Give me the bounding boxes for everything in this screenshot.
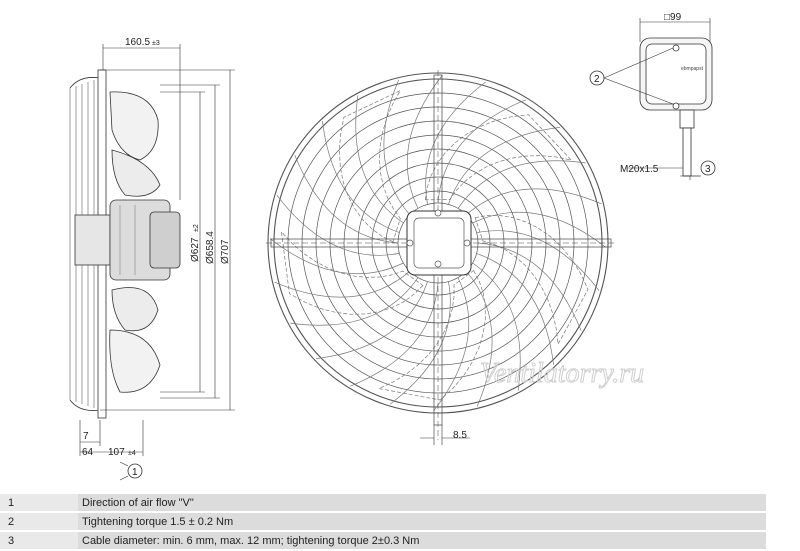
legend-row: 2 Tightening torque 1.5 ± 0.2 Nm [0,512,766,532]
fan-blade-outline [280,230,424,315]
fan-blade-outline [474,215,589,346]
guard-spoke [472,262,521,391]
guard-spoke [406,74,443,209]
mount-hole-dimension: 8.5 [453,430,467,441]
guard-inner-diameter-dimension: Ø658.4 [205,231,216,264]
guard-spoke [383,79,410,215]
side-view [69,44,235,481]
hub-offset-dimension: 64 [82,447,94,458]
box-size-dimension: □99 [664,12,682,23]
legend-row: 1 Direction of air flow "V" [0,494,766,513]
guard-spoke [476,230,600,292]
guard-spoke [274,271,410,298]
guard-spoke [466,188,602,215]
callout-cable: 3 [705,164,711,175]
watermark: Ventilatorry.ru [480,358,644,389]
guard-spoke [350,282,439,387]
legend-text: Direction of air flow "V" [78,494,766,513]
legend-number: 3 [0,531,78,551]
guard-spoke [472,211,607,248]
guard-spoke [276,194,400,256]
legend-table: 1 Direction of air flow "V" 2 Tightening… [0,494,766,551]
blade-diameter-tolerance: ±2 [193,224,200,232]
legend-number: 2 [0,512,78,532]
callout-air-flow: 1 [132,467,138,478]
guard-spoke [477,242,582,331]
blade-diameter-dimension: Ø627 [190,237,201,262]
guard-spoke [425,81,487,205]
guard-spoke [476,253,554,365]
side-depth-dimension: 160.5 [125,37,150,48]
fan-blade-outline [339,89,402,243]
callout-tightening: 2 [594,74,600,85]
fan-technical-drawing: 160.5 ±3 Ø627 ±2 Ø658.4 Ø707 7 64 107 ±4… [69,12,716,481]
legend-text: Tightening torque 1.5 ± 0.2 Nm [78,512,766,532]
guard-spoke [355,95,404,224]
motor-depth-tolerance: ±4 [128,450,136,457]
guard-spoke [322,121,400,233]
legend-row: 3 Cable diameter: min. 6 mm, max. 12 mm;… [0,531,766,551]
guard-spoke [466,271,493,407]
guard-spoke [389,281,451,405]
guard-outer-diameter-dimension: Ø707 [220,239,231,264]
cable-gland-dimension: M20x1.5 [620,164,659,175]
motor-depth-dimension: 107 [108,447,125,458]
guard-spoke [433,277,470,412]
blade-curves [269,74,607,412]
front-view [266,70,616,445]
side-depth-tolerance: ±3 [152,40,160,47]
fan-blade-outline [424,114,573,201]
guard-spoke [457,160,586,209]
guard-spoke [448,127,560,205]
guard-spoke [437,99,526,204]
legend-text: Cable diameter: min. 6 mm, max. 12 mm; t… [78,531,766,551]
guard-spoke [290,277,419,326]
guard-spoke [294,155,399,244]
terminal-box [589,18,716,180]
fan-blade-outline [377,269,486,401]
legend-number: 1 [0,494,78,513]
terminal-box-logo: ebmpapst [681,66,704,72]
guard-spoke [316,281,428,359]
flange-thickness-dimension: 7 [83,431,89,442]
